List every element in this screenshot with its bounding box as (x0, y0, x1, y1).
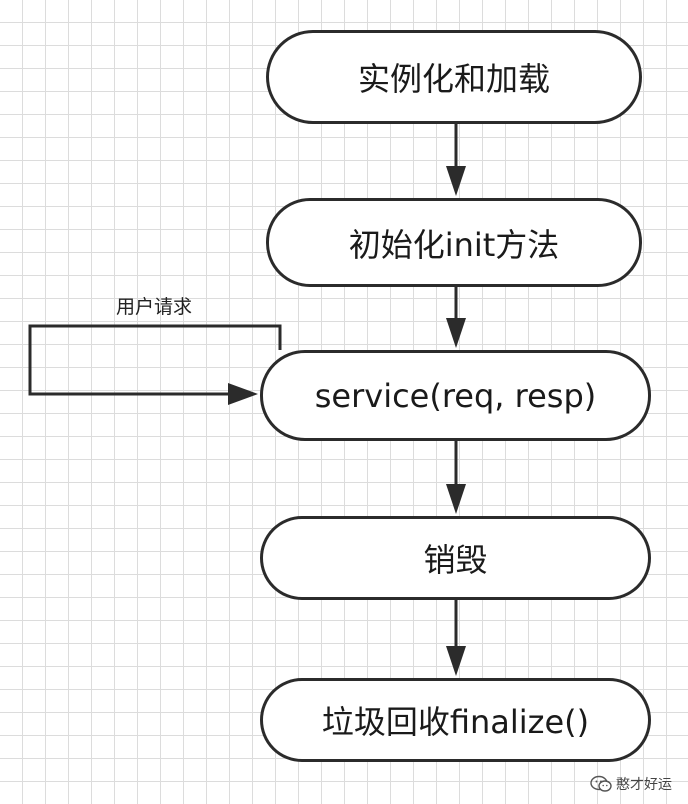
wechat-icon (590, 775, 612, 792)
node-garbage-collect-label: 垃圾回收finalize() (321, 703, 590, 741)
node-instantiate-load: 实例化和加载 (266, 30, 642, 124)
arrowhead-instantiate-to-init (446, 166, 466, 196)
node-service: service(req, resp) (260, 350, 651, 441)
node-init-method-label: 初始化init方法 (348, 225, 560, 264)
watermark: 憨才好运 (590, 774, 672, 794)
node-instantiate-load-label: 实例化和加载 (357, 60, 550, 98)
node-garbage-collect: 垃圾回收finalize() (260, 678, 651, 762)
arrowhead-init-to-service (446, 318, 466, 348)
node-init-method: 初始化init方法 (266, 198, 642, 287)
user-request-loop (28, 324, 282, 396)
arrowhead-user-request (228, 383, 258, 405)
node-destroy-label: 销毁 (423, 541, 488, 579)
node-service-label: service(req, resp) (314, 376, 597, 415)
user-request-label: 用户请求 (116, 296, 193, 318)
node-destroy: 销毁 (260, 516, 651, 600)
arrowhead-service-to-destroy (446, 484, 466, 514)
arrowhead-destroy-to-gc (446, 646, 466, 676)
watermark-text: 憨才好运 (616, 777, 672, 793)
